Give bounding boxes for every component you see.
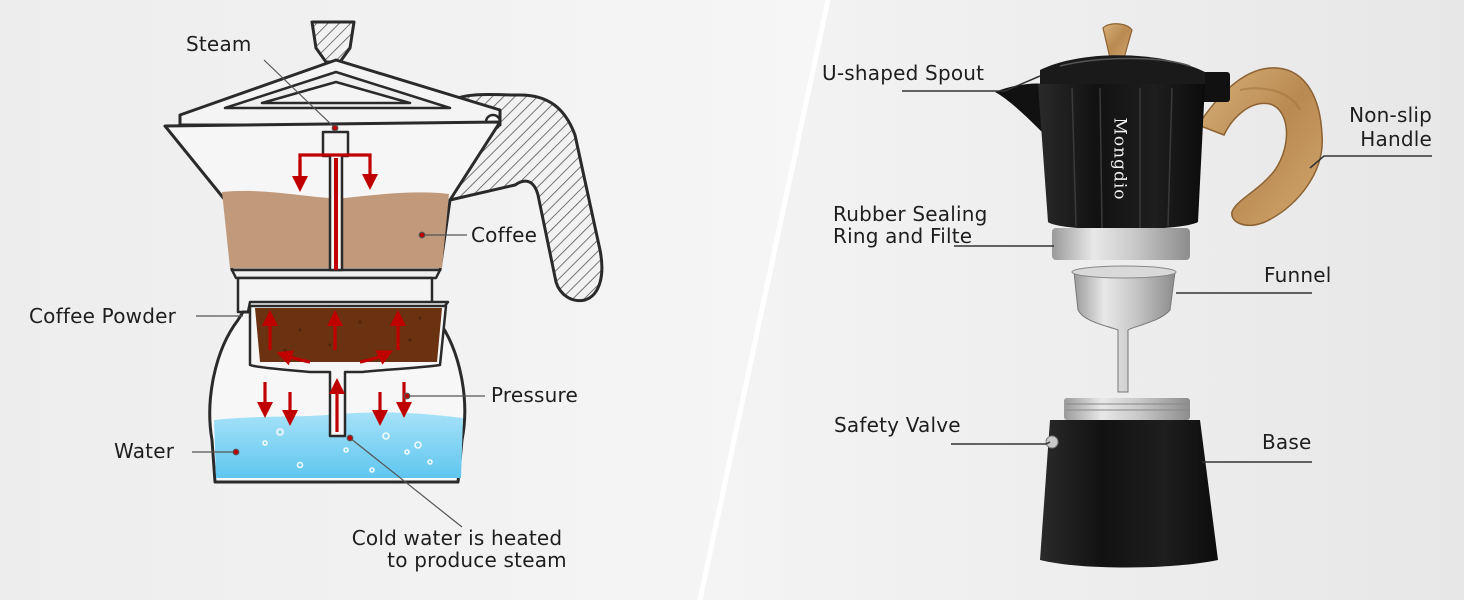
label-coffee-powder: Coffee Powder — [29, 304, 177, 328]
label-base: Base — [1262, 430, 1312, 454]
label-pressure: Pressure — [491, 383, 579, 407]
water-fill — [214, 412, 463, 478]
upper-body — [1038, 84, 1205, 230]
label-handle-line1: Non-slip — [1349, 103, 1432, 127]
label-seal-line2: Ring and Filte — [833, 224, 973, 248]
label-seal-line1: Rubber Sealing — [833, 202, 988, 226]
label-cold-water-line2: to produce steam — [387, 548, 567, 572]
label-water: Water — [114, 439, 175, 463]
label-safety-valve: Safety Valve — [834, 413, 961, 437]
spout — [995, 83, 1050, 140]
right-leader-lines — [902, 75, 1432, 463]
flow-arrows — [257, 153, 412, 432]
handle-hatched — [448, 92, 604, 303]
label-u-shaped-spout: U-shaped Spout — [822, 61, 985, 85]
brand-logo: Mongdio — [1109, 117, 1130, 201]
label-handle-line2: Handle — [1360, 127, 1432, 151]
label-funnel: Funnel — [1264, 263, 1332, 287]
label-cold-water: Cold water is heated to produce steam — [342, 527, 572, 571]
label-steam: Steam — [186, 32, 252, 56]
left-leader-lines — [192, 59, 485, 528]
cross-section-diagram — [163, 20, 604, 484]
coffee-grounds — [255, 308, 442, 362]
wooden-handle — [1196, 67, 1323, 226]
rubber-seal-ring — [1052, 228, 1190, 260]
base — [1040, 420, 1218, 568]
label-non-slip-handle: Non-slip Handle — [1320, 104, 1432, 150]
safety-valve — [1045, 435, 1059, 449]
label-cold-water-line1: Cold water is heated — [351, 526, 563, 550]
moka-pot-product — [995, 23, 1323, 568]
panel-divider — [697, 0, 831, 600]
label-coffee: Coffee — [471, 223, 538, 247]
label-rubber-sealing: Rubber Sealing Ring and Filte — [833, 203, 988, 247]
